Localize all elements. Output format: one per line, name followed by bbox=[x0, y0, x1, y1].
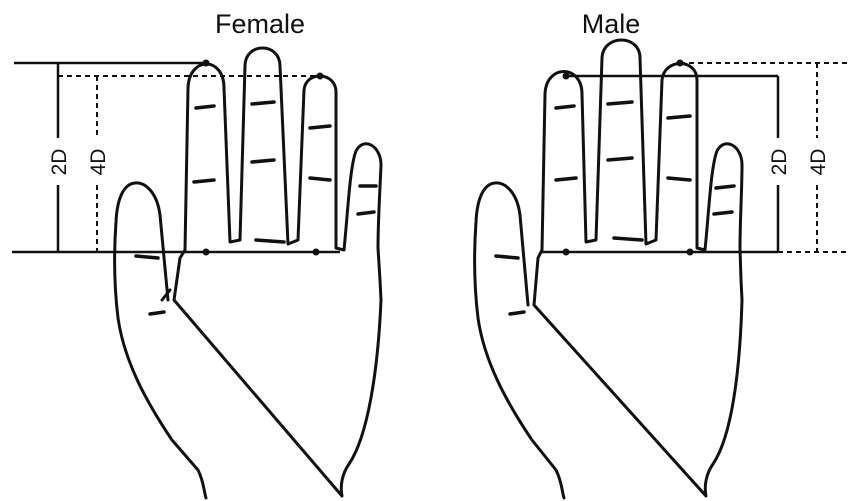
female-crease bbox=[310, 178, 330, 180]
female-title: Female bbox=[215, 9, 305, 39]
male-panel: Male 2D 4D bbox=[475, 9, 850, 498]
male-hand-outline bbox=[475, 40, 742, 498]
male-crease bbox=[510, 312, 524, 314]
male-2d-tip-dot bbox=[563, 73, 570, 80]
male-crease bbox=[716, 186, 734, 188]
male-4d-base-dot bbox=[687, 249, 694, 256]
male-crease bbox=[496, 256, 518, 258]
male-crease bbox=[608, 102, 632, 104]
male-crease bbox=[668, 178, 690, 180]
male-crease bbox=[608, 158, 632, 160]
female-hand-outline bbox=[115, 48, 381, 498]
male-crease bbox=[556, 106, 574, 108]
female-crease bbox=[310, 126, 330, 128]
female-crease bbox=[252, 102, 274, 104]
female-2d-label: 2D bbox=[48, 149, 71, 176]
male-crease bbox=[614, 238, 642, 240]
male-2d-label: 2D bbox=[768, 149, 791, 176]
male-4d-tip-dot bbox=[677, 60, 684, 67]
male-hand bbox=[475, 40, 742, 498]
male-crease bbox=[556, 178, 576, 180]
female-crease bbox=[136, 256, 158, 258]
female-crease bbox=[256, 240, 284, 242]
female-4d-tip-dot bbox=[317, 73, 324, 80]
female-4d-label: 4D bbox=[87, 149, 110, 176]
female-crease bbox=[150, 312, 164, 314]
female-panel: Female 2D 4D bbox=[12, 9, 381, 498]
female-2d-tip-dot bbox=[203, 60, 210, 67]
female-crease bbox=[252, 160, 274, 162]
male-title: Male bbox=[582, 9, 641, 39]
female-crease bbox=[194, 180, 214, 182]
male-crease bbox=[714, 212, 732, 214]
female-4d-base-dot bbox=[313, 249, 320, 256]
female-crease bbox=[196, 106, 214, 108]
female-hand bbox=[115, 48, 381, 498]
male-2d-base-dot bbox=[563, 249, 570, 256]
female-crease bbox=[358, 212, 374, 214]
male-4d-label: 4D bbox=[807, 149, 830, 176]
male-crease bbox=[668, 116, 690, 118]
female-2d-base-dot bbox=[203, 249, 210, 256]
